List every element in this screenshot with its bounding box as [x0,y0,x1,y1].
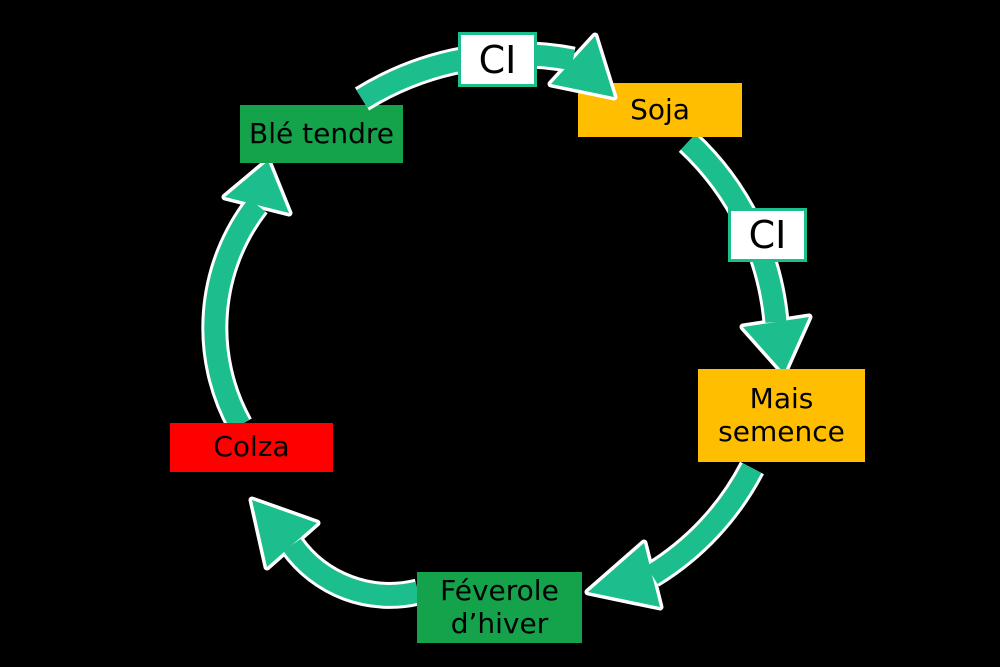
node-ci-right-label: CI [748,213,787,257]
node-ci-top-label: CI [478,37,517,82]
node-ble-tendre-label: Blé tendre [249,116,394,150]
node-mais-semence: Mais semence [698,369,865,462]
arrow-colza-to-ble-tendre [201,157,293,432]
node-colza-label: Colza [213,430,290,464]
node-mais-semence-label: Mais semence [718,382,845,448]
node-feverole-hiver: Féverole d’hiver [417,572,582,643]
node-feverole-hiver-label: Féverole d’hiver [440,574,559,640]
arrow-mais-semence-to-feverole [584,461,764,611]
arrow-feverole-to-colza [248,496,422,609]
node-ci-top: CI [458,32,537,87]
node-colza: Colza [170,423,333,472]
node-soja-label: Soja [630,92,690,126]
node-ci-right: CI [728,208,807,262]
node-ble-tendre: Blé tendre [240,105,403,163]
